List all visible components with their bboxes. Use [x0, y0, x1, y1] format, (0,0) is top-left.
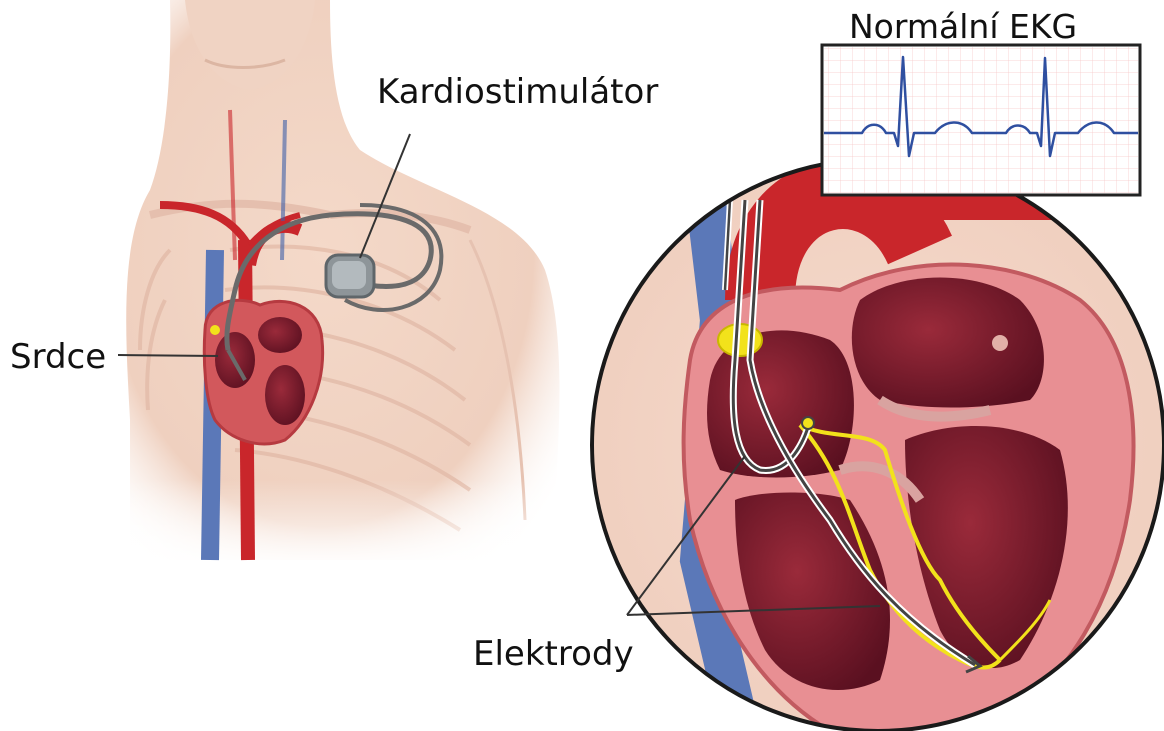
heart-leader-line	[118, 355, 218, 356]
pacemaker-label: Kardiostimulátor	[377, 75, 658, 109]
heart-zoom-circle	[592, 150, 1164, 731]
ecg-title: Normální EKG	[849, 10, 1077, 43]
heart-label: Srdce	[10, 340, 106, 374]
pacemaker-device	[326, 255, 374, 297]
ecg-panel	[822, 45, 1140, 195]
electrodes-label: Elektrody	[473, 637, 634, 671]
